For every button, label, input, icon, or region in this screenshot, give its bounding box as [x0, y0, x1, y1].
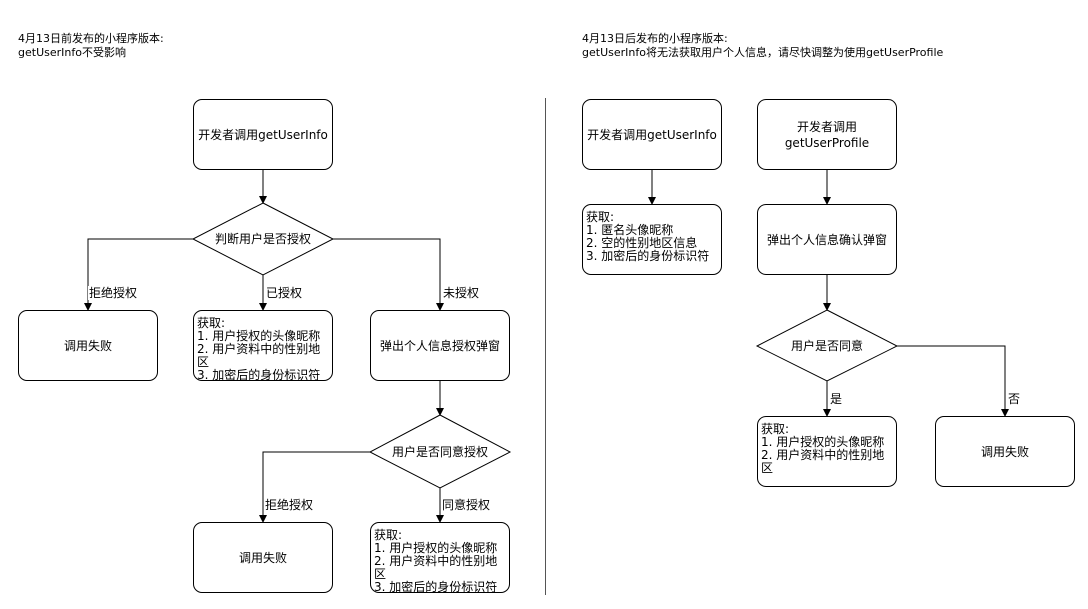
result1-line-2: 1. 用户授权的头像昵称 [197, 329, 321, 343]
edge-label-no: 否 [1007, 392, 1022, 406]
arrow-decision1-unauthorized [333, 238, 444, 311]
decision2-diamond [368, 414, 512, 489]
info-result-line-2: 1. 匿名头像昵称 [586, 223, 674, 237]
right-decision-label: 用户是否同意 [790, 339, 864, 353]
left-result-box-2: 获取: 1. 用户授权的头像昵称 2. 用户资料中的性别地区 3. 加密后的身份… [370, 522, 510, 594]
result2-line-3: 2. 用户资料中的性别地区 [374, 554, 498, 581]
left-note-line2: getUserInfo不受影响 [18, 46, 126, 59]
edge-label-reject: 拒绝授权 [88, 286, 139, 300]
profile-result-line-1: 获取: [761, 422, 790, 436]
left-popup-label: 弹出个人信息授权弹窗 [379, 338, 500, 353]
left-fail-box-2: 调用失败 [193, 522, 333, 593]
arrow-decision-no [897, 345, 1009, 417]
right-popup-box: 弹出个人信息确认弹窗 [757, 204, 897, 275]
right-note-line1: 4月13日后发布的小程序版本: [582, 32, 728, 45]
left-version-note: 4月13日前发布的小程序版本: getUserInfo不受影响 [18, 32, 164, 60]
decision2-label: 用户是否同意授权 [391, 445, 489, 459]
arrow-decision2-reject [259, 451, 370, 523]
left-note-line1: 4月13日前发布的小程序版本: [18, 32, 164, 45]
right-note-line2: getUserInfo将无法获取用户个人信息，请尽快调整为使用getUserPr… [582, 46, 944, 59]
result2-line-1: 获取: [374, 528, 403, 542]
profile-result-line-2: 1. 用户授权的头像昵称 [761, 435, 885, 449]
left-start-label: 开发者调用getUserInfo [198, 127, 328, 142]
left-result-box-1: 获取: 1. 用户授权的头像昵称 2. 用户资料中的性别地区 3. 加密后的身份… [193, 310, 333, 382]
decision1-label: 判断用户是否授权 [214, 232, 312, 246]
left-fail-label-1: 调用失败 [63, 338, 112, 353]
result1-line-1: 获取: [197, 316, 226, 330]
edge-label-reject-2: 拒绝授权 [264, 498, 315, 512]
right-popup-label: 弹出个人信息确认弹窗 [766, 232, 887, 247]
left-popup-box: 弹出个人信息授权弹窗 [370, 310, 510, 381]
right-fail-label: 调用失败 [980, 444, 1029, 459]
edge-label-yes: 是 [829, 392, 844, 406]
left-start-box: 开发者调用getUserInfo [193, 99, 333, 170]
decision-right-diamond [755, 309, 899, 382]
result1-line-3: 2. 用户资料中的性别地区 [197, 342, 321, 369]
info-result-line-3: 2. 空的性别地区信息 [586, 236, 698, 250]
right-getuserprofile-box: 开发者调用 getUserProfile [757, 99, 897, 170]
right-profile-result-box: 获取: 1. 用户授权的头像昵称 2. 用户资料中的性别地区 [757, 416, 897, 487]
edge-label-agree: 同意授权 [441, 498, 492, 512]
section-divider [545, 98, 546, 595]
result2-line-4: 3. 加密后的身份标识符 [374, 580, 498, 594]
edge-label-unauthorized: 未授权 [442, 286, 481, 300]
result2-line-2: 1. 用户授权的头像昵称 [374, 541, 498, 555]
left-fail-box-1: 调用失败 [18, 310, 158, 381]
result1-line-4: 3. 加密后的身份标识符 [197, 368, 321, 382]
right-getuserinfo-box: 开发者调用getUserInfo [582, 99, 722, 170]
info-result-line-1: 获取: [586, 210, 615, 224]
profile-result-line-3: 2. 用户资料中的性别地区 [761, 448, 885, 475]
edge-label-authorized: 已授权 [265, 286, 304, 300]
profile-start-line-2: getUserProfile [784, 135, 870, 150]
right-version-note: 4月13日后发布的小程序版本: getUserInfo将无法获取用户个人信息，请… [582, 32, 943, 60]
right-getuserinfo-result-box: 获取: 1. 匿名头像昵称 2. 空的性别地区信息 3. 加密后的身份标识符 [582, 204, 722, 275]
right-getuserinfo-label: 开发者调用getUserInfo [587, 127, 717, 142]
info-result-line-4: 3. 加密后的身份标识符 [586, 249, 710, 263]
decision1-diamond [191, 202, 335, 276]
profile-start-line-1: 开发者调用 [796, 119, 857, 134]
left-fail-label-2: 调用失败 [238, 550, 287, 565]
right-fail-box: 调用失败 [935, 416, 1075, 487]
